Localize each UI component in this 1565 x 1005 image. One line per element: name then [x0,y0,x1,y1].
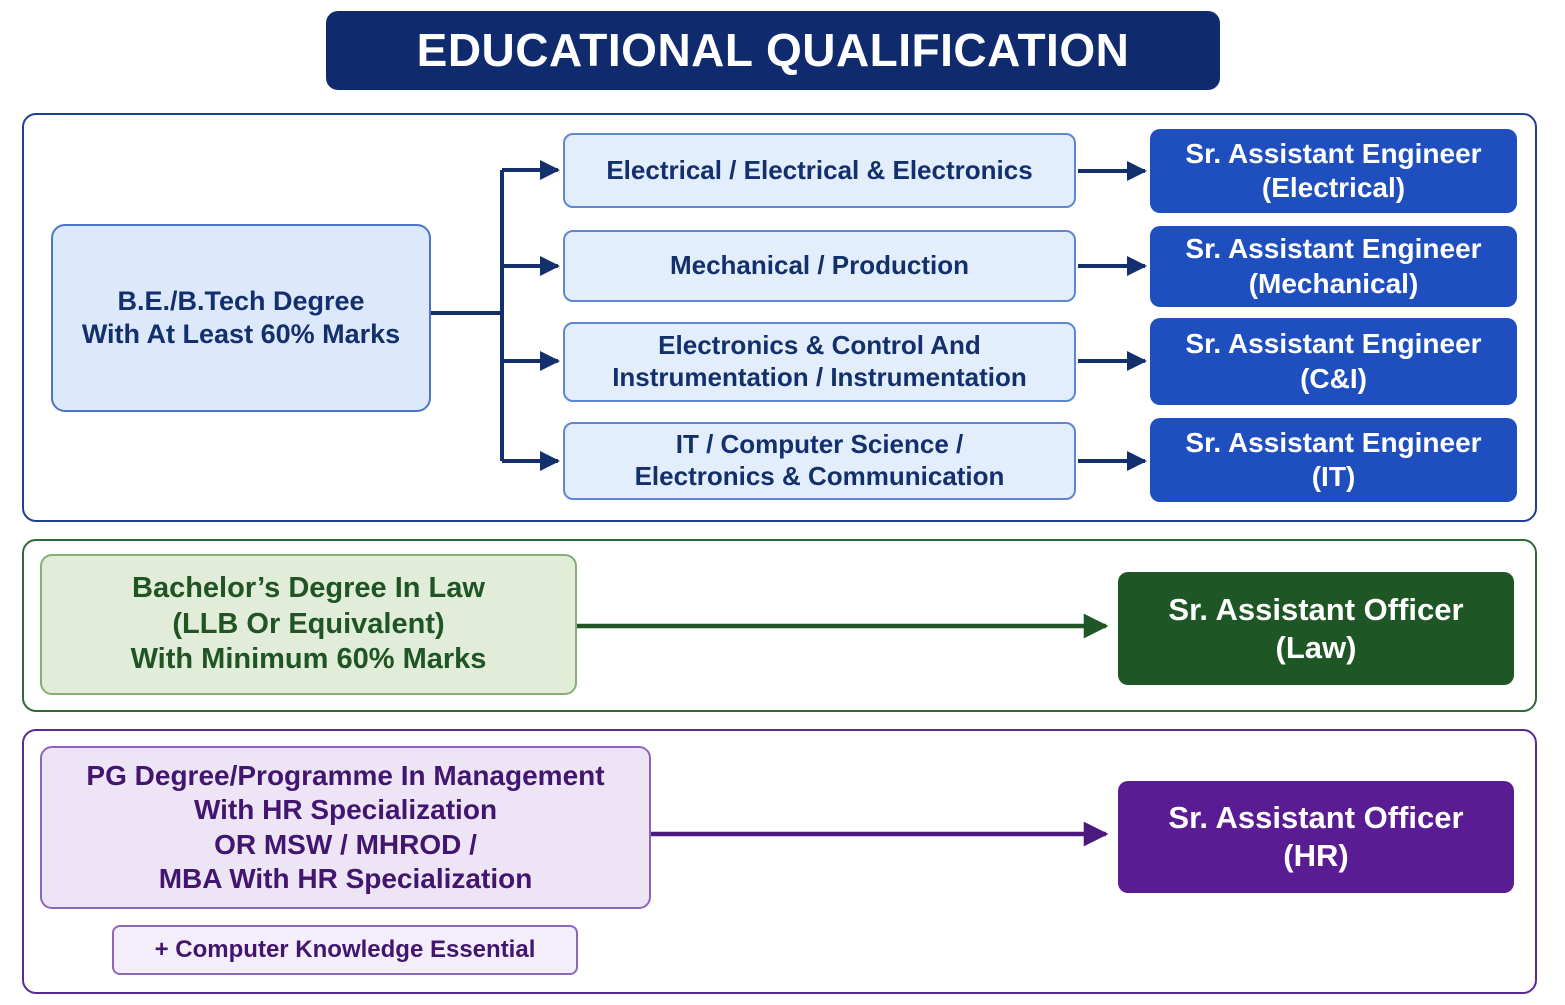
page-title: EDUCATIONAL QUALIFICATION [326,11,1220,90]
engineering-qualification-box: B.E./B.Tech Degree With At Least 60% Mar… [51,224,431,412]
post-box-hr: Sr. Assistant Officer (HR) [1118,781,1514,893]
post-box-it: Sr. Assistant Engineer (IT) [1150,418,1517,502]
post-box-electrical: Sr. Assistant Engineer (Electrical) [1150,129,1517,213]
law-qualification-box: Bachelor’s Degree In Law (LLB Or Equival… [40,554,577,695]
computer-knowledge-note: + Computer Knowledge Essential [112,925,578,975]
engineering-tree-connector [431,170,504,461]
branch-box-electrical: Electrical / Electrical & Electronics [563,133,1076,208]
hr-qualification-box: PG Degree/Programme In Management With H… [40,746,651,909]
post-box-law: Sr. Assistant Officer (Law) [1118,572,1514,685]
post-box-ci: Sr. Assistant Engineer (C&I) [1150,318,1517,405]
branch-box-control-instrumentation: Electronics & Control And Instrumentatio… [563,322,1076,402]
post-box-mechanical: Sr. Assistant Engineer (Mechanical) [1150,226,1517,307]
branch-box-it: IT / Computer Science / Electronics & Co… [563,422,1076,500]
branch-box-mechanical: Mechanical / Production [563,230,1076,302]
